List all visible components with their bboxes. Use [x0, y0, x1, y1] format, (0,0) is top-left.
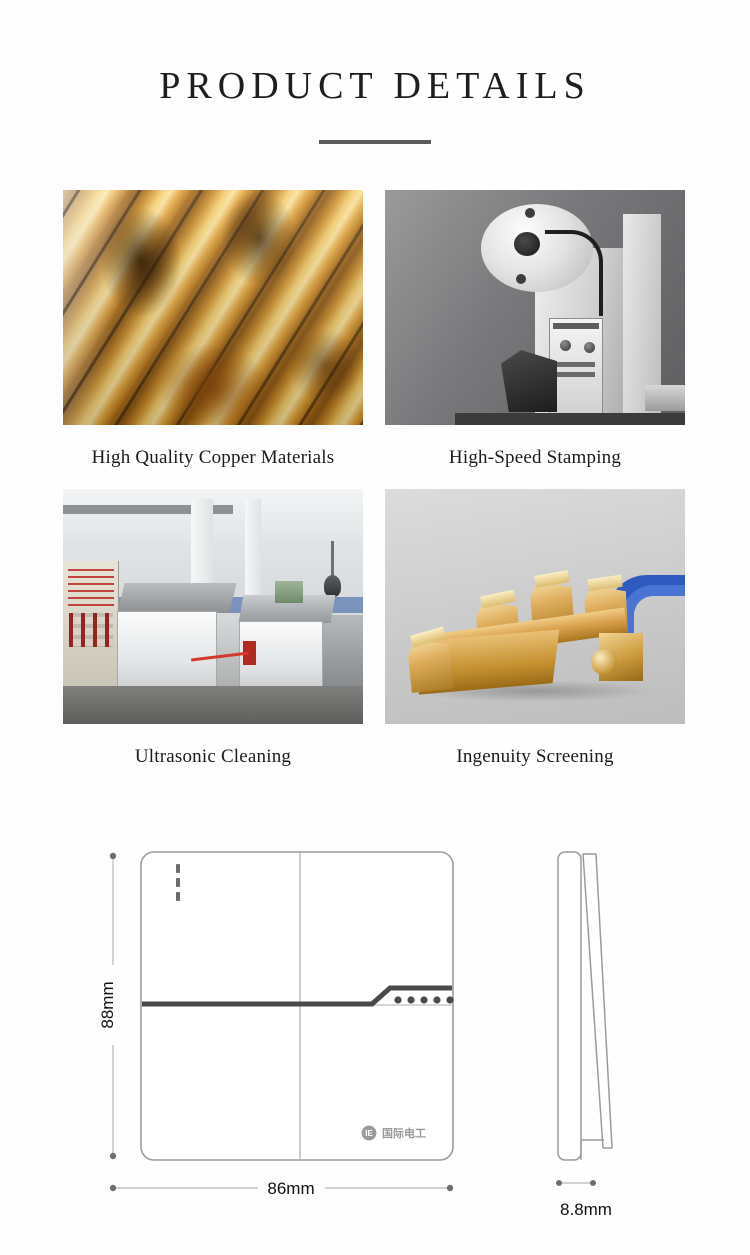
cabinet-indicator-dots-shape	[69, 613, 113, 647]
side-view-body	[557, 851, 582, 1161]
stamping-machine-photo	[385, 190, 685, 425]
gallery-row-1: High Quality Copper Materials	[63, 190, 685, 489]
gallery-caption: Ingenuity Screening	[456, 746, 614, 767]
faceplate-front-view: IE 国际电工	[140, 851, 454, 1161]
copper-contacts-photo	[385, 489, 685, 724]
brand-mark-icon	[361, 1125, 377, 1141]
stamping-tool-shape	[501, 350, 557, 412]
thickness-dimension-label: 8.8mm	[560, 1200, 612, 1219]
tank-lid-shape	[117, 583, 237, 613]
copper-coils-photo	[63, 190, 363, 425]
gallery-caption: High-Speed Stamping	[448, 447, 622, 468]
flywheel-hub-shape	[514, 232, 540, 256]
tank-motor-shape	[275, 581, 303, 603]
brand-mark-label: IE	[365, 1129, 373, 1138]
indicator-dash	[176, 878, 180, 887]
brand-logo: IE 国际电工	[361, 1125, 426, 1141]
gallery-caption: High Quality Copper Materials	[91, 447, 335, 468]
height-dimension-endpoint	[109, 852, 117, 860]
gallery-item-copper-materials[interactable]: High Quality Copper Materials	[63, 190, 363, 489]
gallery-row-2: Ultrasonic Cleaning	[63, 489, 685, 788]
cleaning-tank-shape	[117, 611, 217, 697]
product-image-grid: High Quality Copper Materials	[63, 190, 685, 788]
width-dimension-endpoint	[109, 1184, 117, 1192]
machine-cable-shape	[545, 230, 603, 316]
title-divider	[319, 140, 431, 144]
height-dimension-label: 88mm	[98, 981, 117, 1028]
gallery-caption: Ultrasonic Cleaning	[134, 746, 292, 767]
factory-ceiling-shape	[63, 489, 363, 541]
control-knob-shape	[560, 340, 571, 351]
flywheel-bolt-shape	[516, 274, 526, 284]
brand-name-label: 国际电工	[382, 1126, 426, 1140]
rocker-dot	[394, 996, 402, 1004]
side-table-shape	[645, 385, 685, 411]
ultrasonic-cleaning-photo	[63, 489, 363, 724]
rocker-edge-line	[142, 985, 452, 1007]
cabinet-label-rows-shape	[68, 569, 114, 609]
height-dimension-group: 88mm	[98, 852, 117, 1160]
crane-hook-shape	[324, 575, 341, 597]
flywheel-bolt-shape	[525, 208, 535, 218]
height-dimension-endpoint	[109, 1152, 117, 1160]
faceplate-side-view	[557, 851, 613, 1161]
rocker-dot	[420, 996, 428, 1004]
page-header: PRODUCT DETAILS	[0, 60, 750, 144]
dimension-diagram: 88mm	[0, 790, 750, 1255]
rocker-dot	[433, 996, 441, 1004]
width-dimension-endpoint	[446, 1184, 454, 1192]
page-title: PRODUCT DETAILS	[159, 65, 591, 107]
hoist-cable-shape	[331, 541, 334, 579]
rocker-dot	[446, 996, 454, 1004]
factory-floor-shape	[63, 686, 363, 724]
blue-wire-highlight-shape	[623, 585, 685, 637]
thickness-dimension-endpoint	[556, 1180, 562, 1186]
side-view-taper	[582, 853, 613, 1149]
control-panel-label-shape	[553, 323, 599, 329]
width-dimension-label: 86mm	[267, 1179, 314, 1198]
copper-knob-shape	[591, 649, 617, 675]
gallery-item-high-speed-stamping[interactable]: High-Speed Stamping	[385, 190, 685, 489]
tank-red-label-shape	[243, 641, 256, 665]
control-knob-shape	[584, 342, 595, 353]
indicator-dash	[176, 892, 180, 901]
machine-base-shape	[455, 413, 685, 425]
control-slot-shape	[557, 362, 595, 367]
thickness-dimension-endpoint	[590, 1180, 596, 1186]
width-dimension-group: 86mm	[109, 1179, 454, 1198]
thickness-dimension-group: 8.8mm	[556, 1180, 612, 1219]
ceiling-beam-shape	[63, 505, 233, 514]
gallery-item-ingenuity-screening[interactable]: Ingenuity Screening	[385, 489, 685, 788]
indicator-dash	[176, 864, 180, 873]
gallery-item-ultrasonic-cleaning[interactable]: Ultrasonic Cleaning	[63, 489, 363, 788]
factory-pillar-shape	[245, 499, 261, 595]
rocker-dot	[407, 996, 415, 1004]
control-slot-shape	[557, 372, 595, 377]
